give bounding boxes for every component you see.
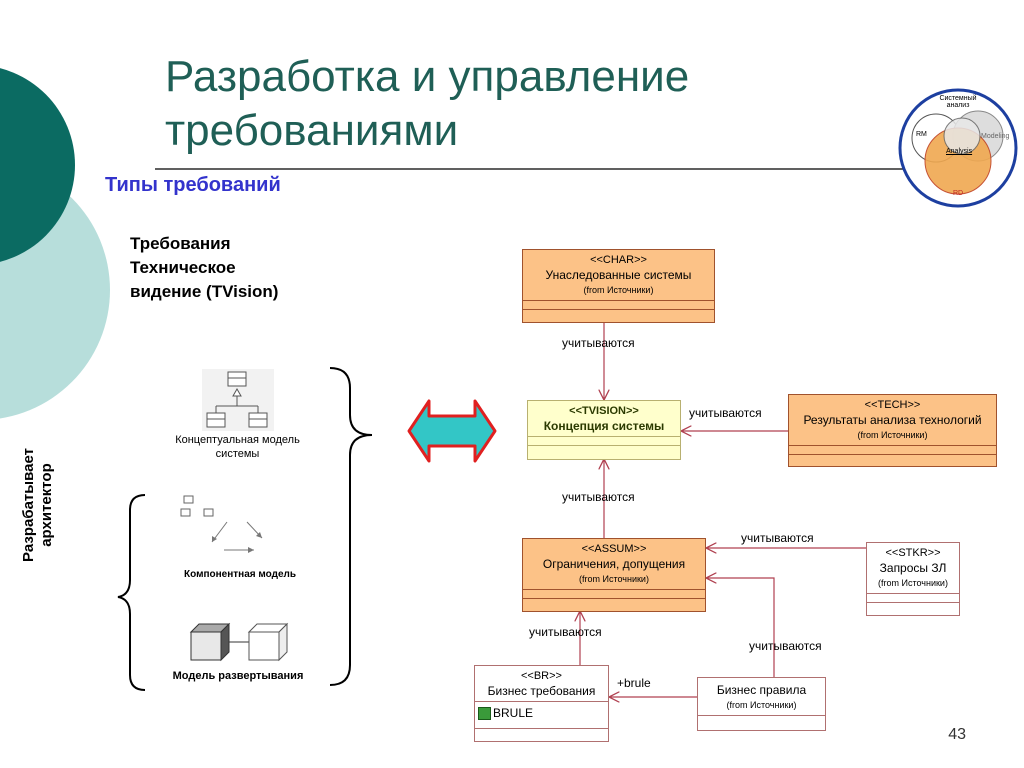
node-assum-compartment: [523, 590, 705, 599]
node-assum-name: Ограничения, допущения: [542, 557, 686, 571]
edge-label-assum-tvision: учитываются: [562, 490, 635, 504]
node-tvision-header: <<TVISION>> Концепция системы: [528, 401, 680, 437]
node-tech-name: Результаты анализа технологий: [803, 413, 982, 427]
node-char-from: (from Источники): [583, 285, 654, 295]
node-br-stereotype: <<BR>>: [521, 670, 562, 682]
deployment-model-label: Модель развертывания: [172, 670, 304, 682]
deployment-model-icon: [189, 622, 289, 662]
node-assum-header: <<ASSUM>> Ограничения, допущения (from И…: [523, 539, 705, 590]
node-stkr-name: Запросы ЗЛ: [879, 561, 947, 575]
node-br-header: <<BR>> Бизнес требования: [475, 666, 608, 702]
component-model-icon: [180, 495, 263, 553]
node-tvision-compartment: [528, 437, 680, 446]
node-stkr-stereotype: <<STKR>>: [885, 547, 941, 559]
title-underline: [155, 168, 915, 170]
edge-label-br-assum: учитываются: [529, 625, 602, 639]
page-number: 43: [948, 726, 966, 743]
req-line-2: Техническое: [130, 258, 236, 277]
double-arrow-icon: [407, 399, 497, 463]
edge-label-stkr-assum: учитываются: [741, 531, 814, 545]
requirements-label: Требования Техническое видение (TVision): [130, 232, 278, 304]
section-subtitle: Типы требований: [105, 174, 281, 196]
braces: [117, 367, 373, 691]
node-tvision[interactable]: <<TVISION>> Концепция системы: [527, 400, 681, 460]
conceptual-model-icon: [202, 369, 274, 431]
node-assum[interactable]: <<ASSUM>> Ограничения, допущения (from И…: [522, 538, 706, 612]
node-char-header: <<CHAR>> Унаследованные системы (from Ис…: [523, 250, 714, 301]
node-br-name: Бизнес требования: [487, 684, 596, 698]
logo-left-text: RM: [916, 131, 927, 138]
req-line-1: Требования: [130, 234, 231, 253]
node-brule[interactable]: Бизнес правила (from Источники): [697, 677, 826, 731]
node-br-attribute-row: BRULE: [475, 702, 608, 729]
logo-center-text: Analysis: [946, 148, 973, 155]
edge-label-brule-br: +brule: [617, 676, 651, 690]
node-br[interactable]: <<BR>> Бизнес требования BRULE: [474, 665, 609, 742]
node-tvision-name: Концепция системы: [543, 419, 665, 433]
node-stkr[interactable]: <<STKR>> Запросы ЗЛ (from Источники): [866, 542, 960, 616]
node-char-name: Унаследованные системы: [545, 268, 692, 282]
node-tech-stereotype: <<TECH>>: [864, 399, 921, 411]
node-char[interactable]: <<CHAR>> Унаследованные системы (from Ис…: [522, 249, 715, 323]
node-stkr-from: (from Источники): [878, 578, 948, 588]
edge-label-brule-assum: учитываются: [749, 639, 822, 653]
logo-bottom-text: RD: [953, 190, 964, 197]
logo-top-text: Системный анализ: [939, 95, 977, 109]
node-char-compartment: [523, 301, 714, 310]
node-stkr-header: <<STKR>> Запросы ЗЛ (from Источники): [867, 543, 959, 594]
node-tech-header: <<TECH>> Результаты анализа технологий (…: [789, 395, 996, 446]
node-tech-from: (from Источники): [857, 430, 928, 440]
logo-right-text: Modeling: [981, 133, 1010, 140]
node-char-stereotype: <<CHAR>>: [590, 254, 647, 266]
node-tvision-stereotype: <<TVISION>>: [569, 405, 639, 417]
edge-label-char-tvision: учитываются: [562, 336, 635, 350]
decorative-circles: [0, 68, 110, 419]
slide-title: Разработка и управление требованиями: [165, 52, 690, 155]
system-analysis-logo: Системный анализ RM Modeling Analysis RD: [898, 86, 1018, 210]
edge-label-tech-tvision: учитываются: [689, 406, 762, 420]
component-model-label: Компонентная модель: [183, 569, 297, 580]
node-tech-compartment: [789, 446, 996, 455]
req-line-3: видение (TVision): [130, 282, 279, 301]
attribute-icon: [478, 707, 491, 721]
conceptual-model-label: Концептуальная модель системы: [175, 434, 300, 460]
node-assum-from: (from Источники): [579, 574, 649, 584]
node-assum-stereotype: <<ASSUM>>: [581, 543, 647, 555]
node-stkr-compartment: [867, 594, 959, 603]
node-brule-from: (from Источники): [726, 700, 797, 710]
node-brule-header: Бизнес правила (from Источники): [698, 678, 825, 716]
node-brule-name: Бизнес правила: [716, 683, 807, 697]
node-br-attribute: BRULE: [493, 706, 534, 720]
node-tech[interactable]: <<TECH>> Результаты анализа технологий (…: [788, 394, 997, 467]
